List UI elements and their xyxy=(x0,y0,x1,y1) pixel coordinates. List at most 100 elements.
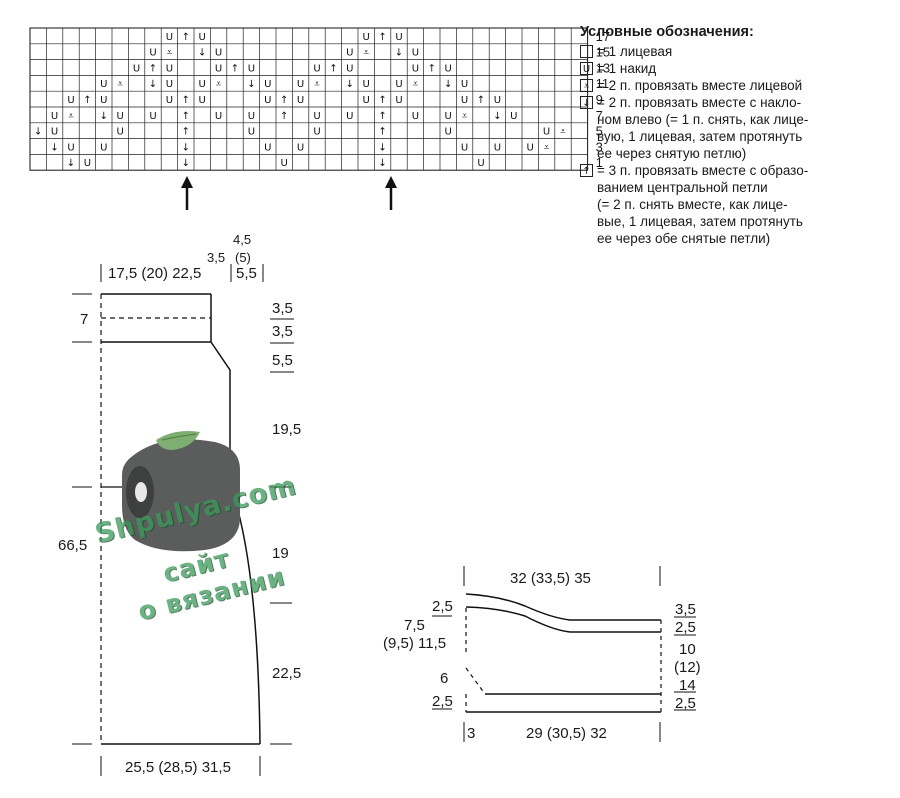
sleeve-left-3: (9,5) 11,5 xyxy=(383,635,446,652)
chart-stitch-symbol: U xyxy=(363,32,370,43)
chart-stitch-symbol: ↑ xyxy=(182,111,190,122)
legend-item-text: = 2 п. провязать вместе с накло- ном вле… xyxy=(597,95,809,161)
yarn-over-icon: U xyxy=(580,62,593,75)
chart-stitch-symbol: U xyxy=(346,63,353,74)
chart-stitch-symbol: U xyxy=(248,63,255,74)
chart-stitch-symbol: U xyxy=(313,63,320,74)
sleeve-left-2: 7,5 xyxy=(404,617,425,634)
yarn-cone-image xyxy=(122,431,240,552)
chart-stitch-symbol: ⩡ xyxy=(216,79,222,90)
chart-stitch-symbol: ⩡ xyxy=(117,79,123,90)
sleeve-top-width: 32 (33,5) 35 xyxy=(510,570,591,587)
front-right-4: 19,5 xyxy=(272,421,301,438)
sleeve-left-5: 2,5 xyxy=(432,693,453,710)
chart-stitch-symbol: U xyxy=(133,63,140,74)
chart-row-number: 3 xyxy=(596,139,603,154)
chart-stitch-symbol: U xyxy=(149,111,156,122)
chart-stitch-symbol: ↓ xyxy=(149,79,157,90)
chart-stitch-symbol: U xyxy=(346,48,353,59)
front-left-height: 7 xyxy=(80,311,88,328)
legend-item-text: = 3 п. провязать вместе с образо- ванием… xyxy=(597,163,809,246)
chart-stitch-symbol: U xyxy=(264,142,271,153)
chart-stitch-symbol: U xyxy=(313,111,320,122)
chart-stitch-symbol: U xyxy=(461,142,468,153)
chart-stitch-symbol: ↑ xyxy=(378,32,386,43)
chart-stitch-symbol: U xyxy=(297,79,304,90)
front-right-6: 22,5 xyxy=(272,665,301,682)
front-shoulder-b: 4,5 xyxy=(233,232,251,247)
chart-stitch-symbol: ↑ xyxy=(329,63,337,74)
chart-row-number: 13 xyxy=(596,60,610,75)
chart-stitch-symbol: U xyxy=(51,127,58,138)
chart-stitch-symbol: U xyxy=(166,95,173,106)
chart-stitch-symbol: ↑ xyxy=(182,32,190,43)
chart-stitch-symbol: U xyxy=(199,79,206,90)
chart-stitch-symbol: U xyxy=(199,95,206,106)
chart-row-number: 17 xyxy=(596,29,610,44)
chart-stitch-symbol: U xyxy=(297,142,304,153)
chart-stitch-symbol: U xyxy=(363,79,370,90)
legend-item: ↓= 2 п. провязать вместе с накло- ном вл… xyxy=(580,94,890,162)
sleeve-left-1: 2,5 xyxy=(432,598,453,615)
chart-stitch-symbol: ↓ xyxy=(346,79,354,90)
chart-stitch-symbol: ↓ xyxy=(395,48,403,59)
front-shoulder-a: 3,5 xyxy=(207,250,225,265)
chart-stitch-symbol: U xyxy=(461,95,468,106)
chart-stitch-symbol: U xyxy=(395,32,402,43)
sleeve-left-4: 6 xyxy=(440,670,448,687)
chart-stitch-symbol: ⩡ xyxy=(462,111,468,122)
chart-stitch-symbol: ↑ xyxy=(378,111,386,122)
chart-row-number: 7 xyxy=(596,108,603,123)
chart-row-number: 11 xyxy=(596,76,610,91)
chart-stitch-symbol: ↓ xyxy=(182,142,190,153)
front-shoulder-c: (5) xyxy=(235,250,251,265)
front-right-2: 3,5 xyxy=(272,323,293,340)
chart-stitch-symbol: U xyxy=(100,79,107,90)
front-right-3: 5,5 xyxy=(272,352,293,369)
sleeve-right-5: 14 xyxy=(679,677,696,694)
chart-stitch-symbol: U xyxy=(461,79,468,90)
chart-stitch-symbol: ↓ xyxy=(50,142,58,153)
chart-stitch-symbol: U xyxy=(412,111,419,122)
front-top-width: 17,5 (20) 22,5 xyxy=(108,265,201,282)
chart-stitch-symbol: ⩡ xyxy=(413,79,419,90)
chart-stitch-symbol: ↑ xyxy=(428,63,436,74)
chart-stitch-symbol: U xyxy=(395,95,402,106)
chart-stitch-symbol: ↓ xyxy=(100,111,108,122)
chart-stitch-symbol: ⩡ xyxy=(544,142,550,153)
pattern-repeat-arrow-right xyxy=(385,176,397,210)
chart-stitch-symbol: U xyxy=(149,48,156,59)
chart-stitch-symbol: U xyxy=(445,111,452,122)
chart-stitch-symbol: U xyxy=(199,32,206,43)
chart-stitch-symbol: ⩡ xyxy=(363,48,369,59)
chart-stitch-symbol: ⩡ xyxy=(68,111,74,122)
chart-stitch-symbol: U xyxy=(84,158,91,169)
chart-row-number: 5 xyxy=(596,124,603,139)
chart-stitch-symbol: ↓ xyxy=(378,158,386,169)
chart-grid xyxy=(29,27,589,171)
sleeve-bottom-width: 29 (30,5) 32 xyxy=(526,725,607,742)
blank-square-icon xyxy=(580,45,593,58)
cdd-icon: ↑ xyxy=(580,164,593,177)
chart-stitch-symbol: ↑ xyxy=(477,95,485,106)
chart-stitch-symbol: U xyxy=(215,111,222,122)
legend-item-text: = 1 лицевая xyxy=(597,44,673,59)
chart-stitch-symbol: U xyxy=(117,127,124,138)
chart-stitch-symbol: U xyxy=(363,95,370,106)
chart-stitch-symbol: U xyxy=(51,111,58,122)
pattern-repeat-arrow-left xyxy=(181,176,193,210)
legend-item: = 1 лицевая xyxy=(580,43,890,60)
chart-stitch-symbol: U xyxy=(100,142,107,153)
chart-stitch-symbol: U xyxy=(494,142,501,153)
chart-stitch-symbol: U xyxy=(412,63,419,74)
sleeve-right-4: (12) xyxy=(674,659,701,676)
chart-stitch-symbol: ⩡ xyxy=(167,48,173,59)
legend-item-text: = 2 п. провязать вместе лицевой xyxy=(597,78,803,93)
chart-stitch-symbol: ↓ xyxy=(493,111,501,122)
front-right-5: 19 xyxy=(272,545,289,562)
chart-stitch-symbol: U xyxy=(543,127,550,138)
